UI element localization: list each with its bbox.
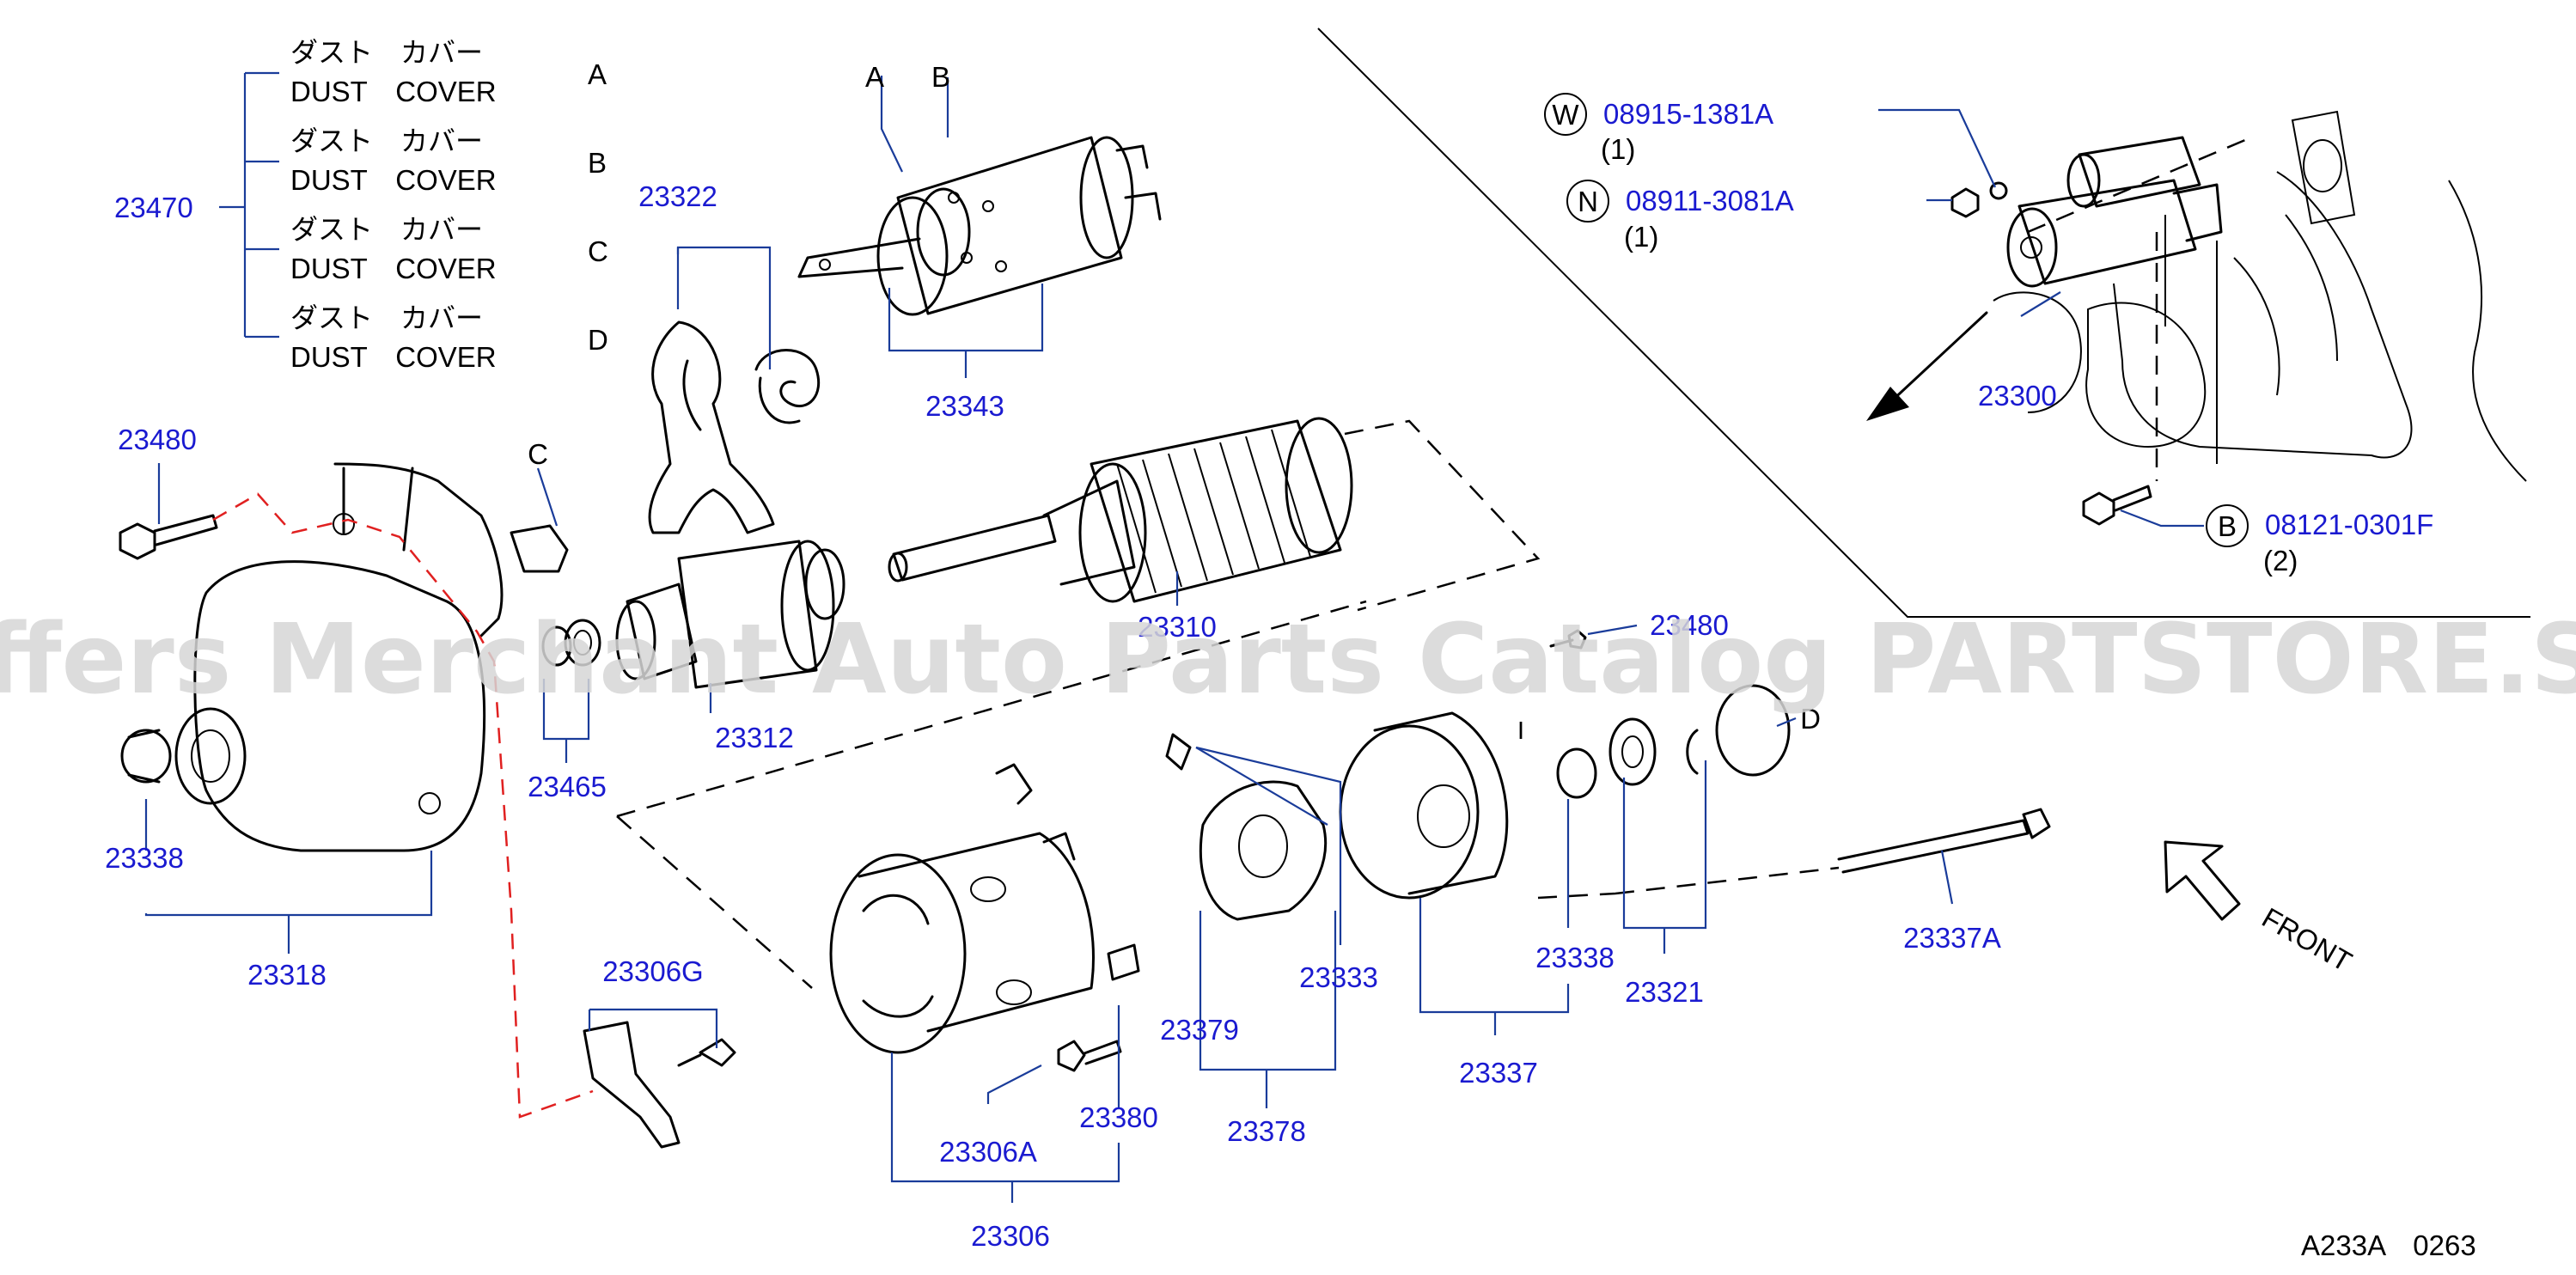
- assembly-axis-line: [616, 600, 1367, 818]
- yoke-screw-drawing: [1057, 1040, 1122, 1072]
- legend-row-b-letter: B: [588, 147, 607, 179]
- callout-23480-mid[interactable]: 23480: [1650, 609, 1729, 641]
- engine-inset: W 08915-1381A (1) N 08911-3081A (1) 2330…: [1317, 27, 2530, 618]
- yoke-assembly-drawing: [829, 763, 1140, 1054]
- b-symbol-circle: [2206, 504, 2249, 547]
- w-symbol-circle: [1544, 93, 1587, 136]
- washer-icon: [1989, 181, 2008, 200]
- starter-part-number[interactable]: 23300: [1978, 380, 2057, 412]
- dust-cover-c-drawing: [510, 524, 569, 573]
- bushing-right-drawing: [1556, 747, 1597, 799]
- through-bolt-top-drawing: [119, 514, 218, 560]
- callout-23338-left[interactable]: 23338: [105, 842, 184, 874]
- callout-23306a[interactable]: 23306A: [939, 1136, 1037, 1168]
- callout-labels: 23322 A B 23343 23480 C 23310 23338 2346…: [105, 61, 2001, 1252]
- callout-23465[interactable]: 23465: [528, 771, 607, 802]
- callout-23310[interactable]: 23310: [1138, 611, 1217, 643]
- callout-23333[interactable]: 23333: [1299, 961, 1378, 993]
- callout-letter-d: D: [1800, 703, 1821, 735]
- front-direction-indicator: FRONT: [2164, 840, 2358, 978]
- w-part-number[interactable]: 08915-1381A: [1603, 98, 1773, 130]
- pinion-clutch-drawing: [615, 540, 845, 689]
- thrust-washer-drawing: [1608, 717, 1699, 786]
- callout-23312[interactable]: 23312: [715, 722, 794, 753]
- n-quantity: (1): [1624, 221, 1658, 253]
- leader-lines: [144, 76, 1954, 1203]
- legend-row-d-jp: ダスト カバー: [290, 302, 483, 334]
- dust-cover-d-drawing: [1715, 684, 1791, 777]
- dust-cover-legend: 23470 ダスト カバー DUST COVER A ダスト カバー DUST …: [114, 36, 608, 373]
- callout-23380[interactable]: 23380: [1079, 1101, 1158, 1133]
- assembly-axis-line-3: [1519, 722, 1840, 900]
- magnetic-switch-drawing: [797, 136, 1162, 316]
- front-arrow-icon: [2164, 840, 2241, 921]
- b-quantity: (2): [2263, 545, 2298, 576]
- n-symbol-circle: [1566, 180, 1609, 223]
- watermark: Offers Merchant Auto Parts Catalog PARTS…: [0, 604, 2576, 716]
- callout-23306[interactable]: 23306: [971, 1220, 1050, 1252]
- b-part-number[interactable]: 08121-0301F: [2265, 509, 2433, 540]
- brush-holder-drawing: [1165, 733, 1328, 921]
- ground-wire-line: [212, 492, 594, 1119]
- callout-letter-b: B: [931, 61, 950, 93]
- nut-icon: [1950, 187, 1980, 218]
- legend-row-a-jp: ダスト カバー: [290, 36, 483, 69]
- mounting-bolt-drawing: [2082, 485, 2152, 526]
- callout-23306g[interactable]: 23306G: [602, 955, 703, 987]
- callout-23337a[interactable]: 23337A: [1903, 922, 2001, 954]
- callout-letter-a: A: [865, 61, 884, 93]
- w-symbol: W: [1552, 99, 1579, 131]
- callout-23379[interactable]: 23379: [1160, 1014, 1239, 1046]
- gear-housing-drawing: [174, 462, 504, 852]
- legend-row-d-letter: D: [588, 324, 608, 356]
- legend-row-a-letter: A: [588, 58, 607, 90]
- through-bolt-long-drawing: [1837, 808, 2051, 874]
- w-quantity: (1): [1601, 133, 1635, 165]
- legend-row-c-letter: C: [588, 235, 608, 267]
- callout-23322[interactable]: 23322: [638, 180, 717, 212]
- engine-block-drawing: [1993, 110, 2527, 482]
- figure-code: A233A 0263: [2301, 1229, 2476, 1261]
- assembly-axis-line-2: [616, 815, 813, 989]
- callout-23338-right[interactable]: 23338: [1535, 942, 1615, 973]
- legend-row-b-jp: ダスト カバー: [290, 125, 483, 157]
- shift-lever-drawing: [648, 320, 775, 534]
- legend-row-c-en: DUST COVER: [290, 253, 497, 284]
- front-label: FRONT: [2257, 901, 2358, 978]
- legend-part-number[interactable]: 23470: [114, 192, 193, 223]
- b-symbol: B: [2218, 510, 2237, 542]
- terminal-bracket-drawing: [583, 1021, 736, 1149]
- starter-motor-inset-drawing: [2006, 136, 2223, 288]
- callout-23378[interactable]: 23378: [1227, 1115, 1306, 1147]
- armature-drawing: [888, 417, 1541, 612]
- legend-row-d-en: DUST COVER: [290, 341, 497, 373]
- callout-23337[interactable]: 23337: [1459, 1057, 1538, 1089]
- n-part-number[interactable]: 08911-3081A: [1626, 185, 1794, 217]
- callout-23343[interactable]: 23343: [925, 390, 1004, 422]
- legend-row-a-en: DUST COVER: [290, 76, 497, 107]
- callout-letter-c: C: [528, 438, 548, 470]
- spring-clip-drawing: [754, 349, 821, 424]
- end-frame-drawing: [1339, 711, 1523, 900]
- legend-row-c-jp: ダスト カバー: [290, 213, 483, 246]
- small-screw-drawing: [1549, 629, 1587, 650]
- bushing-left-drawing: [120, 729, 172, 784]
- callout-23318[interactable]: 23318: [247, 959, 327, 991]
- direction-arrow-icon: [1866, 311, 1988, 421]
- n-symbol: N: [1578, 186, 1598, 217]
- callout-23321[interactable]: 23321: [1625, 976, 1704, 1008]
- stop-ring-drawing: [541, 619, 601, 667]
- callout-23480-top[interactable]: 23480: [118, 424, 197, 455]
- legend-row-b-en: DUST COVER: [290, 164, 497, 196]
